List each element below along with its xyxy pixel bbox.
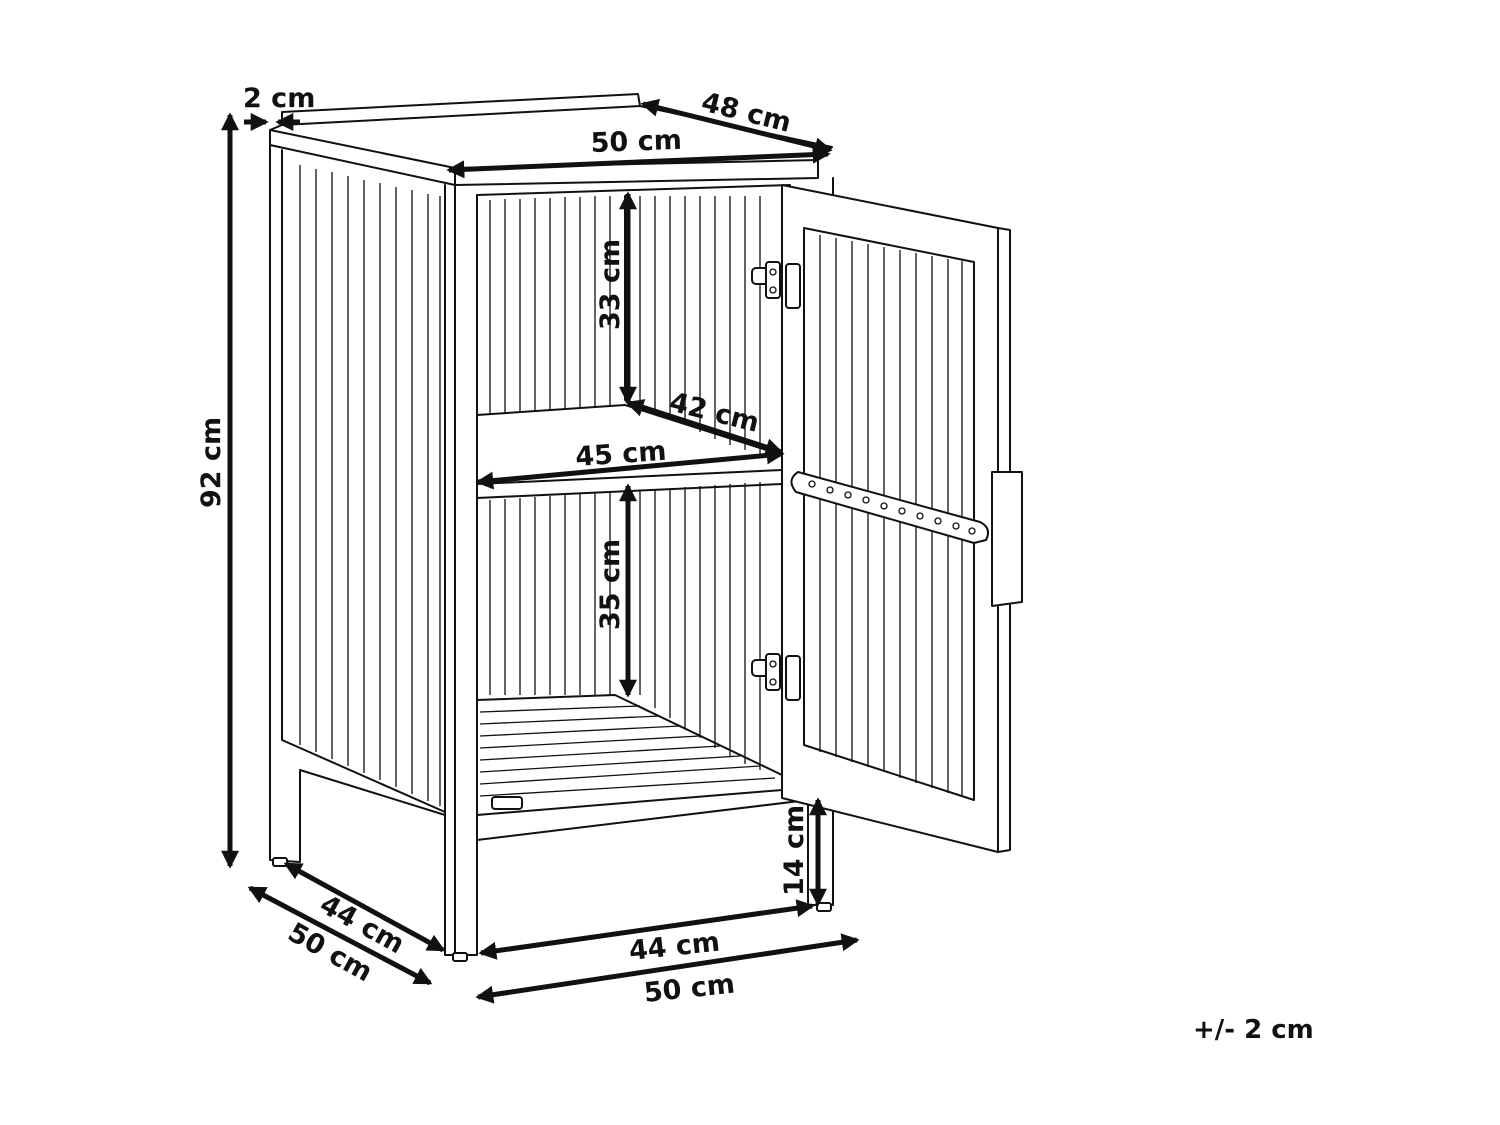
floor-slats bbox=[479, 705, 776, 797]
front-outer-width-arrow bbox=[475, 933, 860, 1004]
top-depth-arrow bbox=[640, 98, 833, 156]
label-total-height: 92 cm bbox=[196, 417, 227, 508]
bottom-shelf bbox=[476, 694, 783, 816]
label-top-width: 50 cm bbox=[590, 125, 682, 159]
back-wall-slats bbox=[489, 196, 761, 770]
label-leg-height: 14 cm bbox=[779, 805, 810, 896]
hinge-icon bbox=[751, 261, 801, 309]
label-top-lip: 2 cm bbox=[243, 83, 315, 114]
door-handle bbox=[991, 471, 1023, 607]
label-lower-height: 35 cm bbox=[595, 539, 626, 630]
brace-holes bbox=[808, 480, 976, 535]
label-upper-height: 33 cm bbox=[595, 239, 626, 330]
label-front-outer-width: 50 cm bbox=[642, 969, 736, 1009]
side-slats bbox=[299, 165, 441, 806]
side-outer-depth-arrow bbox=[247, 885, 433, 986]
hinge-icon bbox=[751, 653, 801, 701]
tolerance-note: +/- 2 cm bbox=[1193, 1015, 1314, 1045]
cabinet-side-panel bbox=[269, 144, 446, 956]
foot bbox=[272, 857, 288, 867]
door-brace bbox=[790, 471, 989, 544]
label-shelf-width: 45 cm bbox=[574, 436, 667, 473]
foot bbox=[816, 902, 832, 912]
foot bbox=[452, 952, 468, 962]
shelf-depth-arrow bbox=[625, 399, 784, 456]
cabinet-illustration bbox=[269, 93, 1023, 962]
top-width-arrow bbox=[446, 145, 831, 179]
floor-bracket bbox=[491, 796, 523, 810]
shelf-width-arrow bbox=[475, 446, 785, 490]
dimension-arrows bbox=[221, 98, 860, 1004]
